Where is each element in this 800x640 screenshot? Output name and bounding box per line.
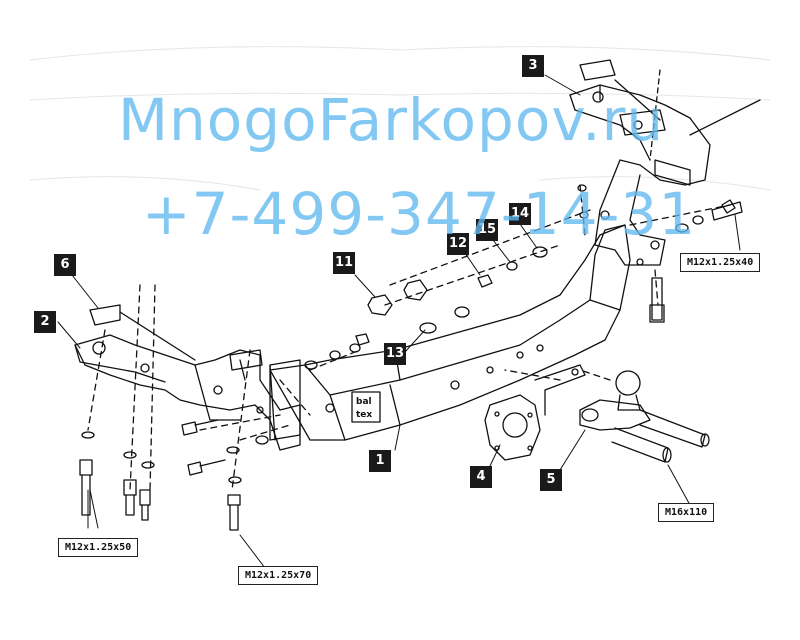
spec-label-m16x110: M16x110 — [658, 503, 715, 522]
right-fasteners — [477, 184, 743, 323]
callout-11: 11 — [333, 252, 355, 274]
left-fasteners — [81, 343, 361, 484]
right-bracket — [569, 59, 761, 266]
callout-2: 2 — [34, 311, 56, 333]
callout-5: 5 — [540, 469, 562, 491]
brand-plate — [351, 391, 381, 423]
center-fasteners — [355, 279, 470, 346]
beam-left-plate — [269, 359, 335, 441]
brand-text-2: tex — [356, 410, 372, 420]
spec-label-m12x40: M12x1.25x40 — [680, 253, 761, 272]
left-bracket — [74, 304, 301, 451]
cross-beam — [269, 224, 631, 441]
callout-4: 4 — [470, 466, 492, 488]
left-bolts — [79, 419, 241, 531]
callout-1: 1 — [369, 450, 391, 472]
callout-14: 14 — [509, 203, 531, 225]
leader-lines — [57, 74, 741, 569]
towball — [579, 370, 710, 463]
callout-15: 15 — [476, 219, 498, 241]
callout-12: 12 — [447, 233, 469, 255]
callout-6: 6 — [54, 254, 76, 276]
spec-label-m12x50: M12x1.25x50 — [58, 538, 139, 557]
callout-13: 13 — [384, 343, 406, 365]
assembly-lines — [87, 184, 731, 491]
spec-label-m12x70: M12x1.25x70 — [238, 566, 319, 585]
socket-plate — [484, 364, 586, 461]
brand-text-1: bal — [356, 397, 372, 407]
vehicle-outline — [29, 46, 771, 191]
callout-3: 3 — [522, 55, 544, 77]
